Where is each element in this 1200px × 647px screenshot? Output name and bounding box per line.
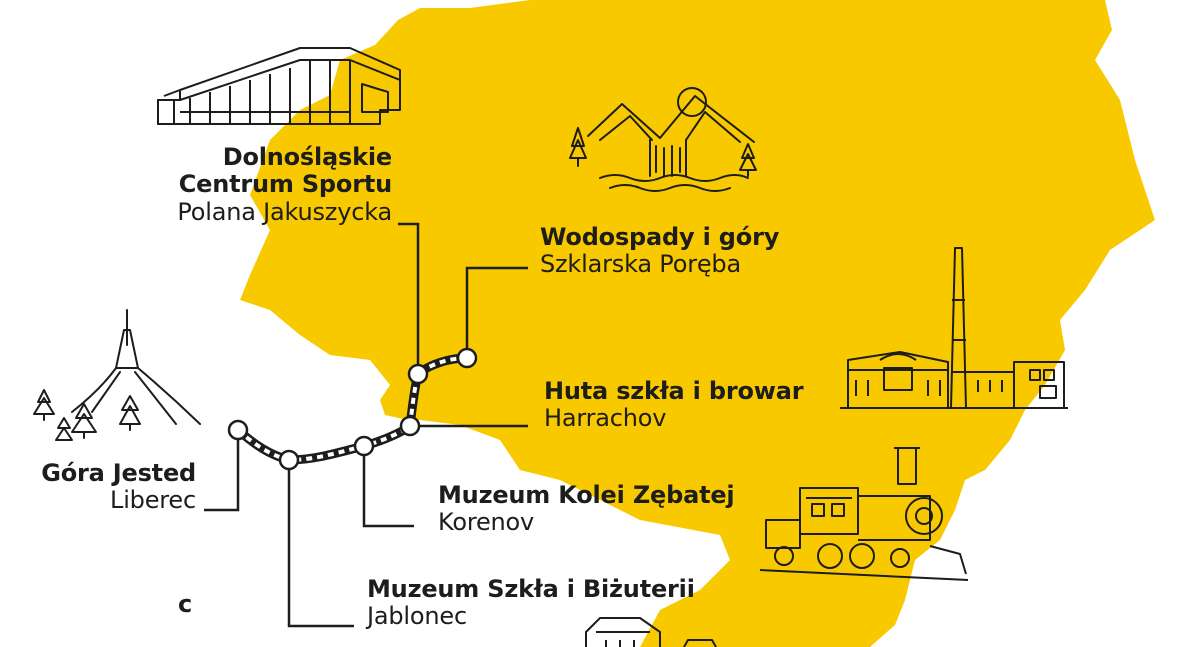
place-town: Korenov <box>438 508 535 537</box>
leader-lines <box>204 222 528 628</box>
place-name: Góra Jested <box>41 459 196 487</box>
station-node-jablonec[interactable] <box>278 449 300 471</box>
place-name-line2: Centrum Sportu <box>178 170 392 199</box>
station-node-liberec[interactable] <box>227 419 249 441</box>
place-town: Jablonec <box>367 602 467 631</box>
glassworks-brewery-icon <box>840 247 1068 409</box>
place-town: Liberec <box>110 486 196 515</box>
steam-locomotive-icon <box>759 447 969 581</box>
leader-sports-center <box>398 222 420 368</box>
station-node-szklarska[interactable] <box>456 347 478 369</box>
station-node-harrachov[interactable] <box>399 415 421 437</box>
place-jested[interactable]: Góra Jested Liberec <box>20 459 196 515</box>
waterfall-mountains-icon <box>569 87 757 192</box>
place-korenov[interactable]: Muzeum Kolei Zębatej Korenov <box>438 481 735 537</box>
museum-building-icon <box>585 617 717 647</box>
place-town: Harrachov <box>544 404 667 433</box>
station-node-korenov[interactable] <box>353 435 375 457</box>
place-harrachov[interactable]: Huta szkła i browar Harrachov <box>544 377 804 433</box>
leader-jablonec <box>287 460 354 628</box>
place-town: Szklarska Poręba <box>540 250 741 279</box>
place-name: Wodospady i góry <box>540 223 780 251</box>
place-waterfalls[interactable]: Wodospady i góry Szklarska Poręba <box>540 223 780 279</box>
place-sports-center[interactable]: Dolnośląskie Centrum Sportu Polana Jakus… <box>120 143 392 226</box>
place-town: Polana Jakuszycka <box>177 197 392 226</box>
leader-korenov <box>362 446 414 528</box>
leader-liberec <box>204 430 240 512</box>
sports-center-icon <box>157 47 401 125</box>
place-name-line1: Dolnośląskie <box>222 143 392 171</box>
place-name: Muzeum Szkła i Biżuterii <box>367 575 695 603</box>
leader-waterfall <box>465 266 528 352</box>
region-shape <box>240 0 1155 647</box>
place-name: Huta szkła i browar <box>544 377 804 405</box>
place-name: Muzeum Kolei Zębatej <box>438 481 735 509</box>
place-jablonec[interactable]: Muzeum Szkła i Biżuterii Jablonec <box>367 575 695 631</box>
jested-tower-icon <box>33 309 201 441</box>
fragment-glyph: c <box>178 590 192 618</box>
station-node-polana[interactable] <box>407 363 429 385</box>
